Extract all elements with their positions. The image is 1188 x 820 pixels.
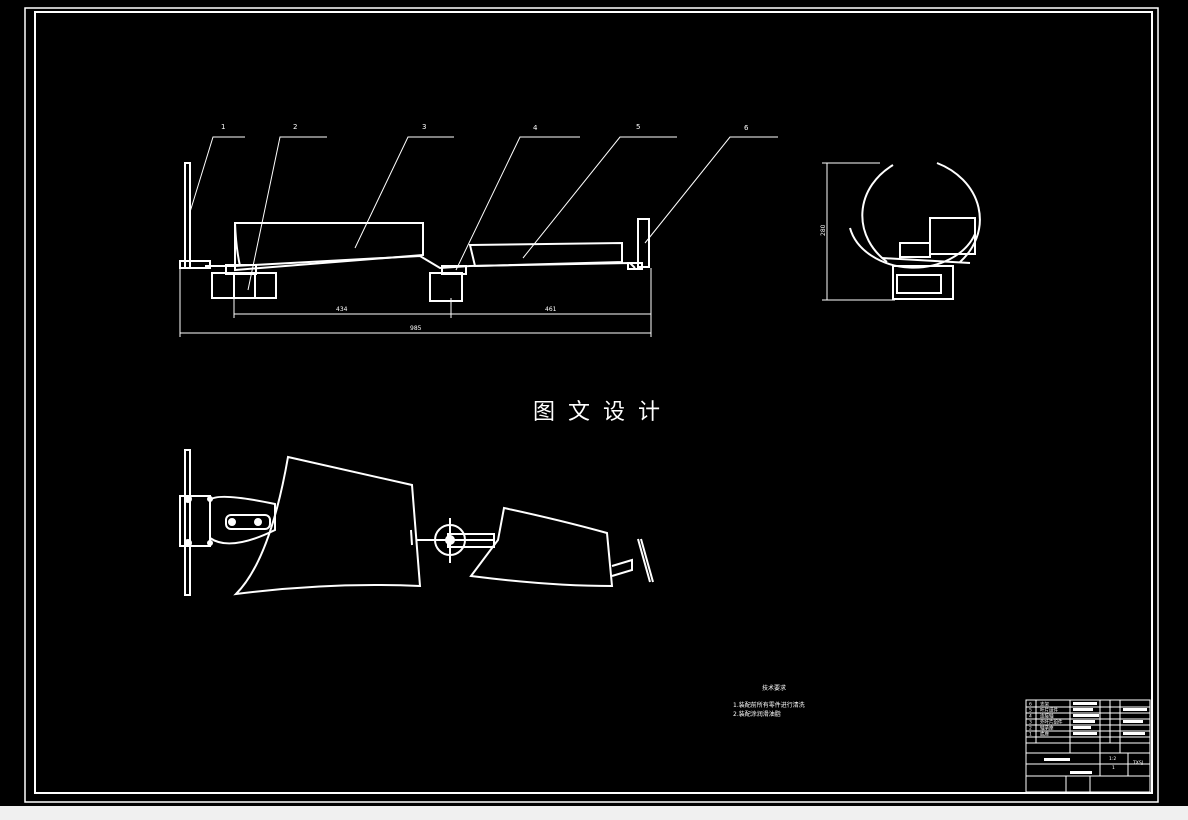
plan-outer-blade bbox=[233, 455, 422, 596]
plan-hub-slot bbox=[225, 514, 271, 530]
front-post-base bbox=[179, 260, 211, 269]
callout-labels: 1 2 3 4 5 6 bbox=[221, 123, 749, 132]
side-outer-arc-left bbox=[861, 164, 894, 263]
notes-line-2: 2.装配涂润滑油脂 bbox=[733, 710, 781, 718]
dim-overall: 985 bbox=[410, 325, 422, 332]
title-block bbox=[1025, 699, 1151, 793]
side-bracket-block bbox=[929, 217, 976, 255]
front-inner-blade bbox=[468, 241, 623, 268]
notes-title: 技术要求 bbox=[762, 684, 786, 692]
top-view bbox=[179, 449, 654, 596]
part-no-6: 6 bbox=[1029, 702, 1032, 708]
title-block-frame bbox=[1025, 699, 1151, 793]
title-sheet-no: 1 bbox=[1112, 765, 1115, 771]
side-axle bbox=[881, 257, 971, 264]
part-no-1: 1 bbox=[1029, 732, 1032, 738]
side-housing bbox=[892, 265, 954, 300]
callout-leaders bbox=[189, 136, 778, 291]
front-hub-right bbox=[441, 265, 467, 275]
part-name-5: 叶片组件 bbox=[1040, 707, 1058, 714]
inner-border bbox=[34, 11, 1153, 794]
plan-end-bracket-edge bbox=[640, 538, 654, 583]
part-no-4: 4 bbox=[1029, 714, 1032, 720]
title-block-fills bbox=[1044, 702, 1147, 774]
window-bottom-strip bbox=[0, 806, 1188, 820]
dim-span-right: 461 bbox=[545, 306, 557, 313]
part-no-2: 2 bbox=[1029, 726, 1032, 732]
title-scale: 1:2 bbox=[1109, 756, 1116, 762]
technical-notes: 技术要求 1.装配前所有零件进行清洗 2.装配涂润滑油脂 bbox=[733, 684, 805, 718]
callout-3: 3 bbox=[422, 123, 426, 131]
front-bracket bbox=[637, 218, 650, 268]
watermark-text: 图 文 设 计 bbox=[533, 400, 663, 425]
part-name-3: 外叶片组件 bbox=[1040, 719, 1063, 726]
callout-6: 6 bbox=[744, 124, 749, 132]
side-outer-arc-right bbox=[936, 162, 981, 263]
dimension-lines bbox=[179, 162, 895, 337]
part-no-5: 5 bbox=[1029, 708, 1032, 714]
plan-end-bracket bbox=[637, 538, 651, 583]
title-drawing-code: TXSJ bbox=[1132, 760, 1143, 766]
side-hub bbox=[899, 242, 931, 258]
title-block-text: 6 支架 5 叶片组件 4 连接轴 3 外叶片组件 2 轴承座 1 底座 1:2… bbox=[1029, 701, 1143, 772]
front-bearing-housing-right bbox=[429, 272, 463, 302]
part-name-6: 支架 bbox=[1040, 701, 1049, 708]
dim-side-height: 280 bbox=[820, 224, 827, 236]
part-name-4: 连接轴 bbox=[1040, 713, 1054, 720]
plan-post bbox=[184, 449, 191, 596]
plan-blade-slot bbox=[410, 529, 413, 546]
part-name-1: 底座 bbox=[1040, 731, 1049, 738]
side-inner-arc bbox=[849, 227, 976, 269]
front-outer-blade-curve bbox=[234, 222, 241, 267]
leader-4 bbox=[455, 136, 580, 271]
leader-1 bbox=[189, 136, 245, 213]
leader-2 bbox=[247, 136, 327, 291]
front-post bbox=[184, 162, 191, 269]
plan-hub-arm bbox=[209, 495, 276, 545]
front-bracket-foot bbox=[627, 262, 643, 270]
front-view bbox=[179, 162, 650, 302]
dimension-values: 434 461 985 280 bbox=[336, 224, 827, 332]
outer-border bbox=[24, 7, 1159, 803]
front-hub-left bbox=[225, 264, 257, 275]
callout-4: 4 bbox=[533, 124, 538, 132]
part-no-3: 3 bbox=[1029, 720, 1032, 726]
front-bearing-housing-left bbox=[211, 272, 277, 299]
side-housing-inner bbox=[896, 274, 942, 294]
side-view bbox=[849, 162, 981, 300]
part-name-2: 轴承座 bbox=[1040, 725, 1054, 732]
notes-line-1: 1.装配前所有零件进行清洗 bbox=[733, 701, 805, 709]
plan-end-link bbox=[611, 558, 633, 577]
dim-span-left: 434 bbox=[336, 306, 348, 313]
callout-5: 5 bbox=[636, 123, 640, 131]
callout-1: 1 bbox=[221, 123, 225, 131]
plan-inner-blade bbox=[469, 506, 614, 588]
front-base-rail bbox=[205, 254, 636, 270]
leader-3 bbox=[354, 136, 454, 249]
front-outer-blade bbox=[234, 222, 424, 272]
callout-2: 2 bbox=[293, 123, 297, 131]
leader-5 bbox=[522, 136, 677, 259]
leader-6 bbox=[644, 136, 778, 244]
